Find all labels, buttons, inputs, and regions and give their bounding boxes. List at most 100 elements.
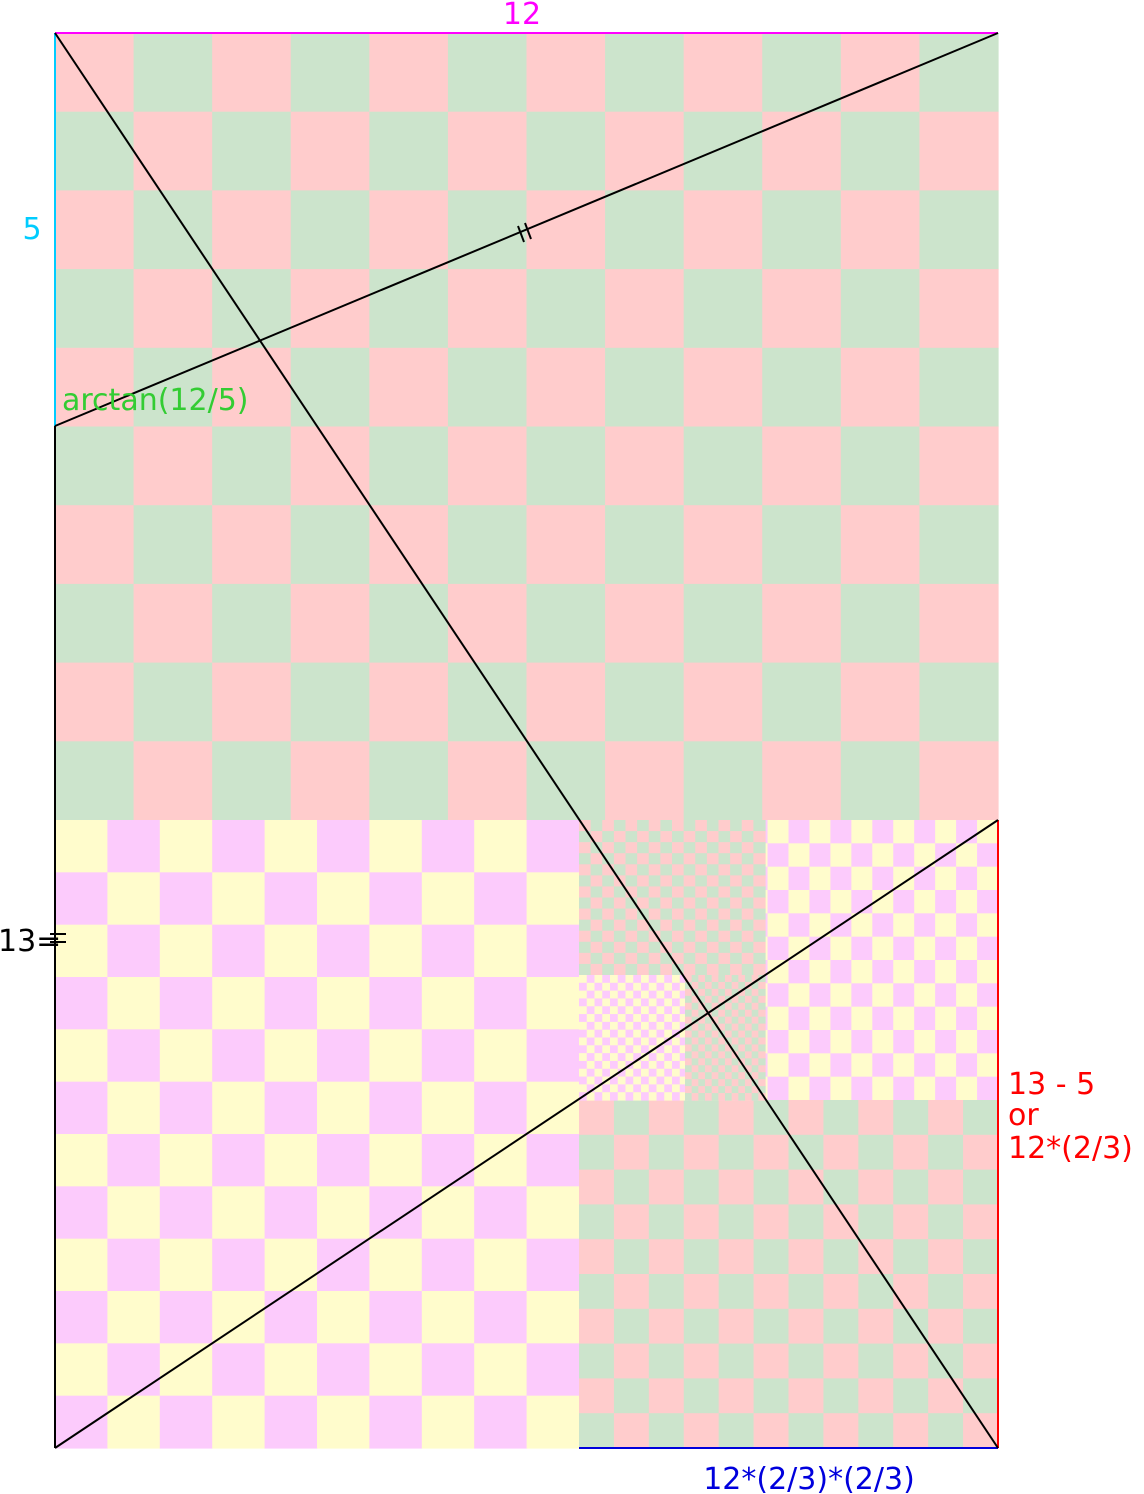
checker-cell (369, 190, 449, 270)
checker-cell (809, 913, 831, 938)
checker-cell-fine (586, 1037, 596, 1046)
checker-cell-fine (590, 908, 603, 921)
right-height-label-line3: 12*(2/3) (1008, 1131, 1133, 1166)
checker-cell-fine (660, 853, 673, 865)
checker-cell (872, 960, 894, 984)
checker-cell-fine (718, 1016, 726, 1025)
checker-cell (963, 1134, 999, 1171)
checker-cell (858, 1134, 894, 1171)
checker-cell-fine (672, 1053, 681, 1062)
checker-cell (317, 977, 370, 1030)
checker-cell (526, 190, 606, 270)
checker-cell (683, 1308, 720, 1345)
checker-cell (526, 33, 606, 113)
checker-cell-fine (745, 1037, 753, 1046)
checker-cell (290, 111, 370, 191)
checker-cell-fine (648, 1037, 658, 1046)
checker-cell (718, 1134, 755, 1171)
checker-cell (919, 111, 999, 191)
checker-cell-fine (579, 952, 592, 965)
checker-cell-fine (672, 1068, 681, 1078)
checker-cell (579, 1378, 615, 1414)
checker-cell (579, 1100, 615, 1136)
checker-cell-fine (711, 1093, 719, 1101)
checker-cell-fine (637, 897, 650, 910)
checker-cell (613, 1100, 650, 1136)
checker-cell (788, 936, 811, 961)
checker-cell (264, 1291, 318, 1344)
checker-cell-fine (745, 1002, 753, 1011)
checker-cell (159, 1291, 213, 1344)
checker-cell-fine (738, 1093, 746, 1101)
checker-cell-fine (641, 998, 650, 1007)
checker-cell (872, 936, 894, 961)
checker-cell (977, 843, 999, 868)
checker-cell-fine (633, 998, 642, 1007)
checker-cell (447, 505, 528, 585)
checker-cell-fine (672, 941, 685, 954)
checker-cell (683, 1343, 720, 1379)
checker-cell (55, 977, 108, 1030)
checker-cell-fine (617, 1084, 627, 1093)
checker-cell (788, 1239, 825, 1275)
checker-cell-fine (602, 908, 615, 921)
checker-cell (823, 1169, 859, 1205)
checker-cell-fine (586, 1076, 596, 1085)
checker-cell-fine (695, 952, 708, 965)
checker-cell (369, 269, 449, 349)
checker-cell-fine (753, 930, 766, 943)
checker-cell-fine (753, 864, 766, 876)
checker-cell-fine (741, 952, 754, 965)
checker-cell-fine (590, 919, 603, 932)
checker-cell-fine (656, 975, 665, 984)
checker-cell-fine (672, 842, 685, 854)
checker-cell-fine (637, 842, 650, 854)
checker-cell (809, 936, 831, 961)
checker-cell-fine (718, 963, 731, 976)
checker-cell-fine (637, 963, 650, 976)
checker-cell-fine (660, 886, 673, 899)
checker-cell-fine (672, 820, 685, 832)
checker-cell (290, 190, 370, 270)
checker-cell-fine (579, 1037, 588, 1046)
checker-cell-fine (648, 908, 661, 921)
checker-cell (290, 741, 370, 821)
checker-cell (809, 983, 831, 1008)
checker-cell (474, 1186, 528, 1240)
checker-cell (893, 1006, 915, 1031)
checker-cell (963, 1169, 999, 1205)
checker-cell-fine (685, 1023, 693, 1032)
checker-cell-fine (613, 842, 627, 854)
checker-cell-fine (602, 982, 611, 992)
checker-cell-fine (698, 1093, 706, 1101)
checker-cell-fine (718, 1044, 726, 1052)
checker-cell (613, 1239, 650, 1275)
checker-cell-fine (625, 1006, 634, 1015)
checker-cell (683, 1239, 720, 1275)
checker-cell (823, 1134, 859, 1171)
checker-cell-fine (683, 853, 696, 865)
checker-cell (809, 1006, 831, 1031)
checker-cell-fine (685, 1079, 693, 1087)
checker-cell (788, 866, 811, 891)
checker-cell (830, 890, 852, 914)
checker-cell-fine (711, 1016, 719, 1025)
checker-cell (579, 1169, 615, 1205)
checker-cell (264, 1395, 318, 1449)
checker-cell (928, 1169, 964, 1205)
checker-cell (767, 890, 790, 914)
checker-cell (718, 1413, 755, 1449)
checker-cell-fine (617, 1068, 627, 1078)
checker-cell (823, 1413, 859, 1449)
checker-cell (935, 1006, 957, 1031)
checker-cell-fine (656, 1068, 665, 1078)
checker-cell (474, 820, 528, 873)
checker-cell-fine (586, 1014, 596, 1023)
checker-cell (840, 583, 921, 664)
checker-cell-fine (706, 831, 720, 843)
checker-cell-fine (672, 1006, 681, 1015)
checker-cell (526, 1134, 580, 1187)
checker-cell-fine (706, 908, 720, 921)
checker-cell-fine (664, 1092, 673, 1101)
checker-cell (447, 426, 528, 506)
